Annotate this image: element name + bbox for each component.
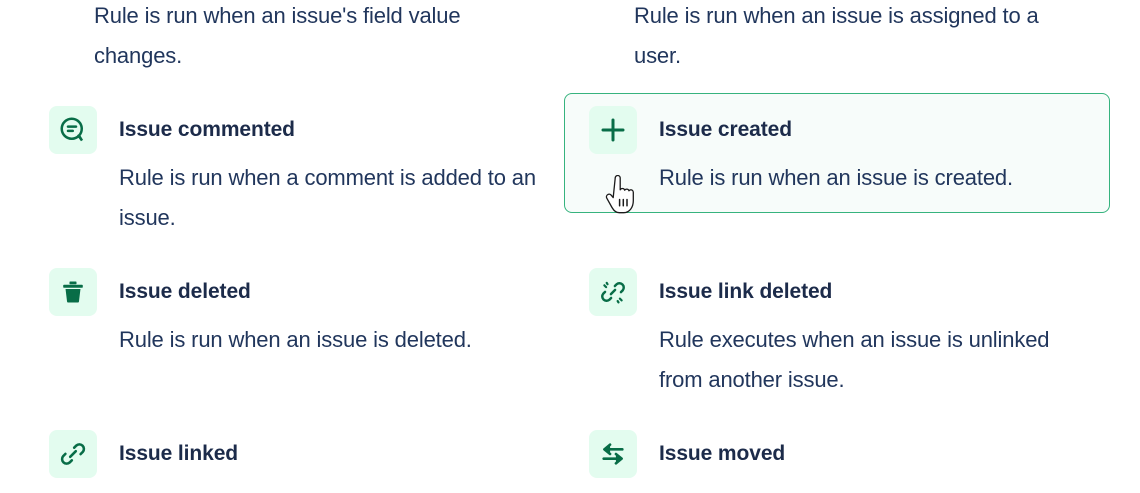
comment-icon <box>49 106 97 154</box>
partial-description-left: Rule is run when an issue's field value … <box>94 3 461 68</box>
trigger-description: Rule executes when an issue is unlinked … <box>659 327 1050 392</box>
trigger-description: Rule is run when a comment is added to a… <box>119 165 536 230</box>
trigger-item-issue-deleted[interactable]: Issue deleted Rule is run when an issue … <box>24 255 570 375</box>
trigger-title: Issue commented <box>119 118 295 141</box>
trigger-item-issue-created[interactable]: Issue created Rule is run when an issue … <box>564 93 1110 213</box>
trigger-description: Rule is run when an issue is created. <box>659 165 1013 190</box>
broken-link-icon <box>589 268 637 316</box>
move-arrows-icon <box>589 430 637 478</box>
trigger-item-issue-link-deleted[interactable]: Issue link deleted Rule executes when an… <box>564 255 1110 415</box>
trigger-title: Issue deleted <box>119 280 251 303</box>
link-icon <box>49 430 97 478</box>
trigger-title: Issue moved <box>659 442 786 465</box>
trash-icon <box>49 268 97 316</box>
trigger-column-left: Rule is run when an issue's field value … <box>24 0 580 478</box>
partial-description-right: Rule is run when an issue is assigned to… <box>634 3 1039 68</box>
trigger-title: Issue link deleted <box>659 280 833 303</box>
plus-icon <box>589 106 637 154</box>
trigger-column-right: Rule is run when an issue is assigned to… <box>564 0 1120 478</box>
trigger-description: Rule is run when an issue is deleted. <box>119 327 472 352</box>
trigger-title: Issue created <box>659 118 792 141</box>
trigger-item-issue-moved[interactable]: Issue moved <box>564 417 1110 493</box>
trigger-title: Issue linked <box>119 442 239 465</box>
trigger-item-issue-commented[interactable]: Issue commented Rule is run when a comme… <box>24 93 570 253</box>
trigger-item-issue-linked[interactable]: Issue linked <box>24 417 570 493</box>
trigger-picker: Rule is run when an issue's field value … <box>24 0 1120 478</box>
